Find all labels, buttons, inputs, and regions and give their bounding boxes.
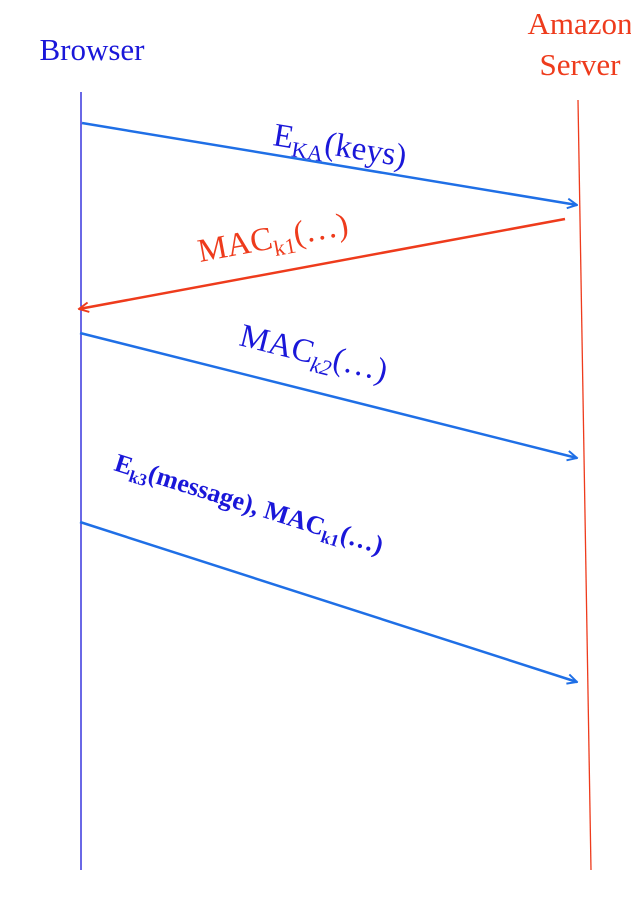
message-1-rest: (keys): [322, 126, 409, 175]
message-label-1: EKA(keys): [270, 117, 409, 179]
server-label-line2: Server: [540, 47, 622, 82]
message-label-3: MACk2(…): [235, 318, 391, 394]
server-lifeline: [577, 99, 592, 871]
message-2-sub: k1: [272, 232, 298, 261]
message-1-sub: KA: [290, 136, 326, 166]
browser-label: Browser: [39, 32, 145, 67]
message-4-sub1: k3: [127, 467, 150, 491]
server-label-line1: Amazon: [527, 6, 631, 41]
message-4-rest2: (…): [337, 519, 387, 560]
message-arrow-1: [81, 121, 577, 205]
message-2-main: MAC: [195, 221, 275, 270]
message-4-rest1: (message), MAC: [145, 459, 329, 542]
message-arrow-2: [79, 217, 566, 309]
message-2-rest: (…): [290, 207, 351, 252]
message-label-4: Ek3(message), MACk1(…): [110, 448, 387, 564]
message-label-2: MACk1(…): [195, 207, 352, 275]
message-arrow-4: [79, 520, 577, 682]
message-3-main: MAC: [236, 318, 318, 371]
message-3-rest: (…): [329, 341, 391, 389]
message-arrow-3: [79, 331, 577, 458]
message-4-sub2: k1: [319, 527, 342, 551]
